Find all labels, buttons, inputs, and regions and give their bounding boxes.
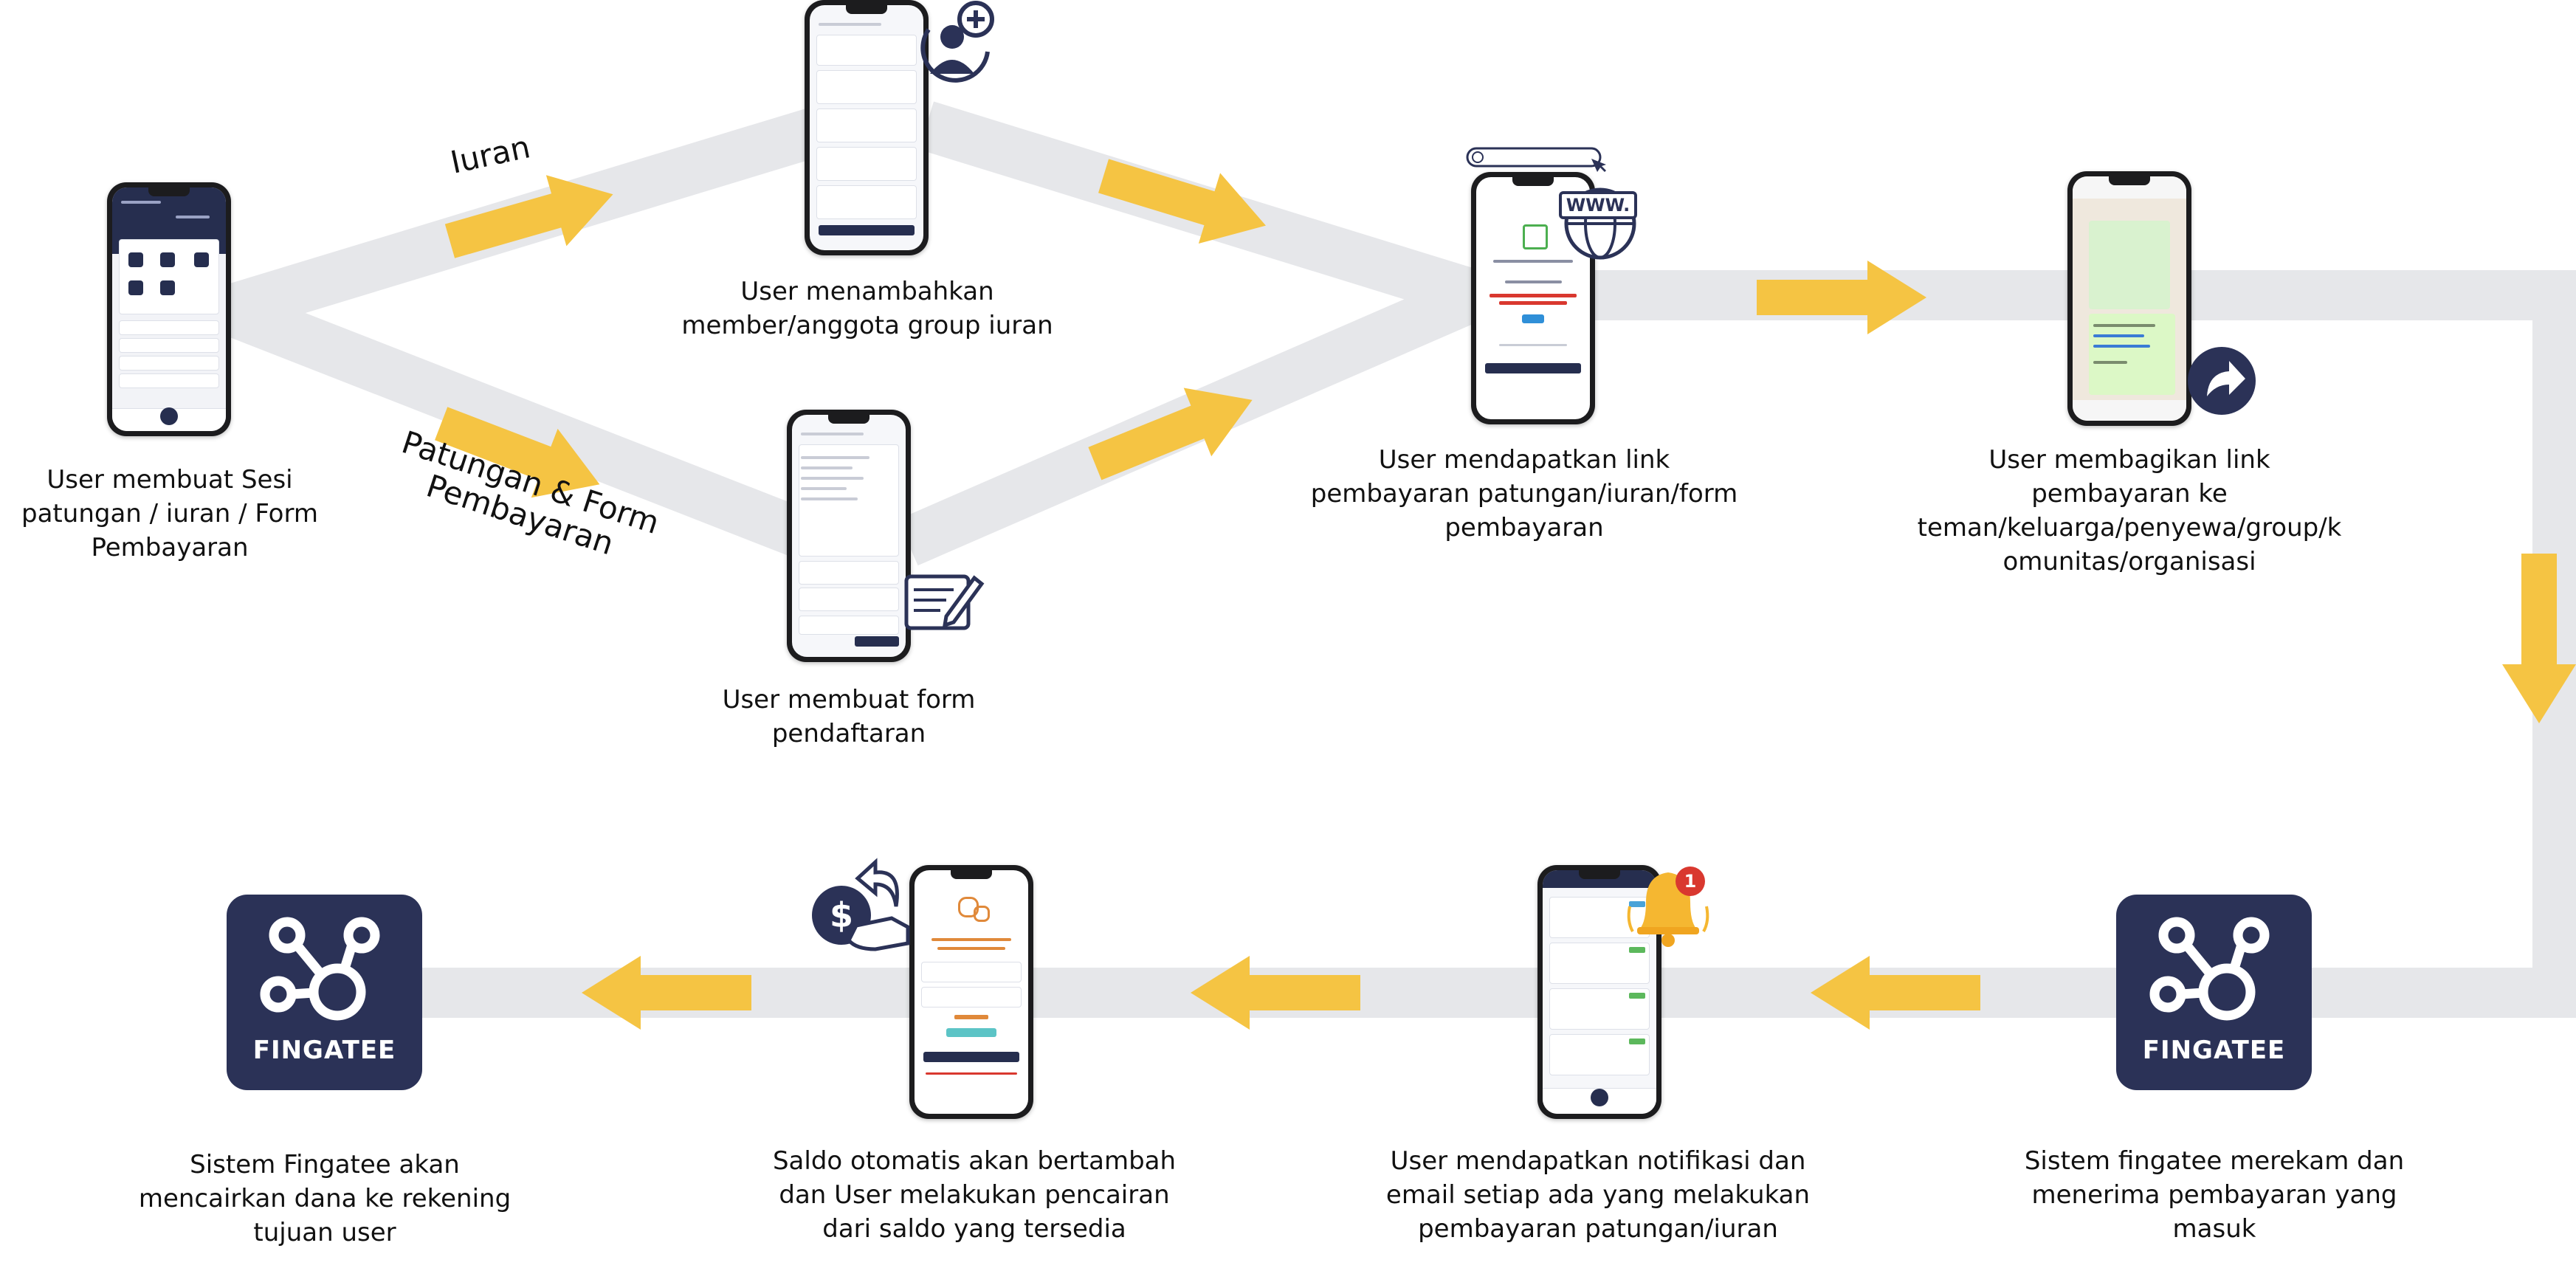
- fingatee-logo-mark: [2149, 917, 2270, 1021]
- caption-create-session: User membuat Sesi patungan / iuran / For…: [7, 463, 332, 565]
- arrow-to-disburse: [582, 956, 751, 1030]
- phone-notch: [148, 187, 190, 196]
- phone-screen: [792, 415, 906, 657]
- notification-badge-count: 1: [1684, 871, 1697, 892]
- caption-share-link: User membagikan link pembayaran ke teman…: [1893, 443, 2366, 579]
- caption-line: pembayaran patungan/iuran: [1418, 1214, 1778, 1244]
- caption-line: User mendapatkan notifikasi dan: [1390, 1146, 1806, 1176]
- logo-record: FINGATEE: [2116, 895, 2312, 1090]
- phone-notch: [2109, 176, 2150, 185]
- caption-line: User menambahkan: [740, 277, 994, 306]
- arrow-iuran: [444, 175, 613, 258]
- www-globe-icon: WWW.: [1464, 144, 1642, 261]
- arrow-to-withdraw: [1191, 956, 1360, 1030]
- phone-screen: [810, 5, 923, 250]
- track-lower-left: [219, 286, 814, 559]
- caption-line: User membagikan link: [1988, 445, 2270, 475]
- phone-screen: [915, 870, 1028, 1114]
- logo-record-text: FINGATEE: [2142, 1036, 2286, 1065]
- caption-line: teman/keluarga/penyewa/group/k: [1917, 513, 2342, 542]
- caption-line: mencairkan dana ke rekening: [138, 1184, 512, 1213]
- caption-line: dan User melakukan pencairan: [779, 1180, 1170, 1210]
- currency-symbol: $: [830, 895, 853, 935]
- phone-notification: [1537, 865, 1661, 1119]
- caption-line: member/anggota group iuran: [681, 311, 1053, 340]
- caption-add-member: User menambahkan member/anggota group iu…: [646, 275, 1089, 342]
- caption-line: User mendapatkan link: [1378, 445, 1670, 475]
- caption-line: masuk: [2172, 1214, 2256, 1244]
- phone-create-form: [787, 410, 911, 662]
- www-text: WWW.: [1566, 195, 1630, 216]
- caption-notification: User mendapatkan notifikasi dan email se…: [1347, 1144, 1849, 1246]
- phone-add-member: [805, 0, 929, 255]
- caption-line: pembayaran ke: [2031, 479, 2228, 509]
- caption-disburse: Sistem Fingatee akan mencairkan dana ke …: [103, 1148, 546, 1250]
- caption-line: Sistem fingatee merekam dan: [2024, 1146, 2405, 1176]
- arrow-patungan: [435, 407, 600, 498]
- caption-withdraw: Saldo otomatis akan bertambah dan User m…: [731, 1144, 1218, 1246]
- caption-line: tujuan user: [253, 1218, 396, 1247]
- arrow-down: [2502, 554, 2576, 723]
- caption-line: patungan / iuran / Form: [21, 499, 318, 528]
- caption-create-form: User membuat form pendaftaran: [664, 683, 1033, 751]
- caption-line: omunitas/organisasi: [2002, 547, 2256, 576]
- caption-record-payment: Sistem fingatee merekam dan menerima pem…: [1993, 1144, 2436, 1246]
- phone-notch: [951, 870, 992, 879]
- phone-withdraw: [909, 865, 1033, 1119]
- phone-notch: [828, 415, 869, 424]
- caption-line: Sistem Fingatee akan: [190, 1150, 460, 1179]
- caption-line: pembayaran patungan/iuran/form: [1310, 479, 1738, 509]
- caption-line: User membuat form: [722, 685, 976, 714]
- phone-create-session: [107, 182, 231, 436]
- logo-disburse: FINGATEE: [227, 895, 422, 1090]
- logo-disburse-text: FINGATEE: [252, 1036, 396, 1065]
- phone-screen: [2073, 176, 2186, 421]
- caption-line: dari saldo yang tersedia: [822, 1214, 1126, 1244]
- arrow-to-share: [1757, 261, 1926, 334]
- caption-line: Saldo otomatis akan bertambah: [772, 1146, 1177, 1176]
- money-withdraw-icon: $: [805, 847, 915, 962]
- add-user-icon: [914, 0, 998, 87]
- phone-notch: [846, 5, 887, 14]
- phone-notch: [1579, 870, 1620, 879]
- caption-line: User membuat Sesi: [47, 465, 293, 495]
- phone-screen: [112, 187, 226, 431]
- form-edit-icon: [902, 563, 985, 637]
- notification-bell-icon: 1: [1624, 855, 1714, 951]
- caption-line: menerima pembayaran yang: [2031, 1180, 2397, 1210]
- caption-line: pendaftaran: [771, 719, 926, 748]
- caption-get-link: User mendapatkan link pembayaran patunga…: [1288, 443, 1760, 545]
- fingatee-logo-mark: [260, 917, 380, 1021]
- caption-line: pembayaran: [1444, 513, 1604, 542]
- arrow-to-link-top: [1098, 159, 1266, 244]
- share-icon: [2185, 340, 2259, 421]
- phone-notch: [1512, 177, 1554, 186]
- caption-line: email setiap ada yang melakukan: [1385, 1180, 1811, 1210]
- arrow-to-link-low: [1088, 388, 1253, 480]
- caption-line: Pembayaran: [91, 533, 249, 562]
- phone-screen: [1543, 870, 1656, 1114]
- arrow-to-notif: [1811, 956, 1980, 1030]
- phone-share-link: [2067, 171, 2191, 426]
